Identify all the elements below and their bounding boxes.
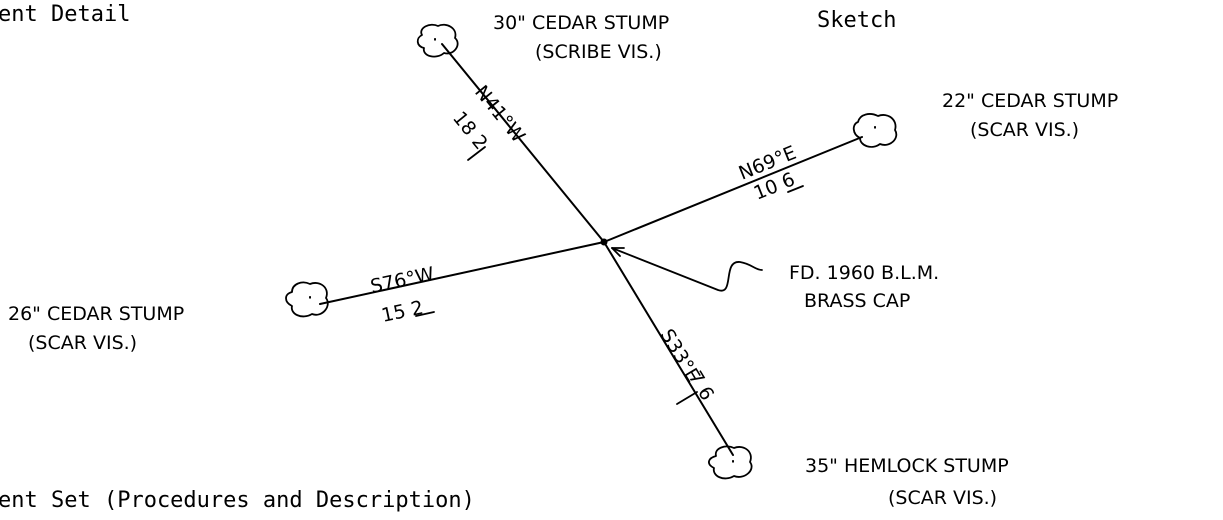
- corner-label-line1: FD. 1960 B.L.M.: [789, 262, 939, 284]
- line-nw: [441, 43, 605, 243]
- svg-text:·: ·: [730, 451, 736, 473]
- arrow-head-icon: [611, 247, 625, 257]
- stump-icon-ne: ·: [852, 113, 898, 148]
- tree-label-se-line1: 35" HEMLOCK STUMP: [805, 455, 1009, 477]
- tree-label-nw-line2: (SCRIBE VIS.): [535, 41, 662, 63]
- stump-icon-se: ·: [708, 445, 753, 480]
- distance-underline-nw: [467, 146, 486, 161]
- distance-label-sw: 15 2: [379, 297, 425, 327]
- corner-point-icon: [600, 238, 608, 246]
- svg-text:·: ·: [872, 117, 878, 139]
- section-title-bottom: ent Set (Procedures and Description): [0, 488, 475, 513]
- distance-underline-ne: [787, 185, 804, 193]
- distance-underline-se: [676, 391, 698, 405]
- bearing-label-sw: S76°W: [368, 263, 436, 298]
- corner-label-line2: BRASS CAP: [804, 290, 910, 312]
- sketch-label: Sketch: [817, 8, 897, 33]
- line-sw: [319, 241, 605, 305]
- tree-label-ne-line1: 22" CEDAR STUMP: [942, 90, 1118, 112]
- line-ne: [603, 136, 863, 243]
- stump-icon-nw: ·: [416, 23, 459, 58]
- tree-label-sw-line2: (SCAR VIS.): [28, 332, 137, 354]
- stump-icon-sw: ·: [285, 281, 329, 318]
- tree-label-sw-line1: 26" CEDAR STUMP: [8, 303, 184, 325]
- svg-text:·: ·: [432, 29, 438, 51]
- pointer-arrow-icon: [611, 247, 763, 292]
- line-se: [603, 241, 734, 456]
- svg-text:·: ·: [307, 287, 313, 309]
- tree-label-nw-line1: 30" CEDAR STUMP: [493, 12, 669, 34]
- distance-underline-sw: [415, 311, 435, 317]
- tree-label-se-line2: (SCAR VIS.): [888, 487, 997, 509]
- section-title-top: ent Detail: [0, 2, 131, 27]
- tree-label-ne-line2: (SCAR VIS.): [970, 119, 1079, 141]
